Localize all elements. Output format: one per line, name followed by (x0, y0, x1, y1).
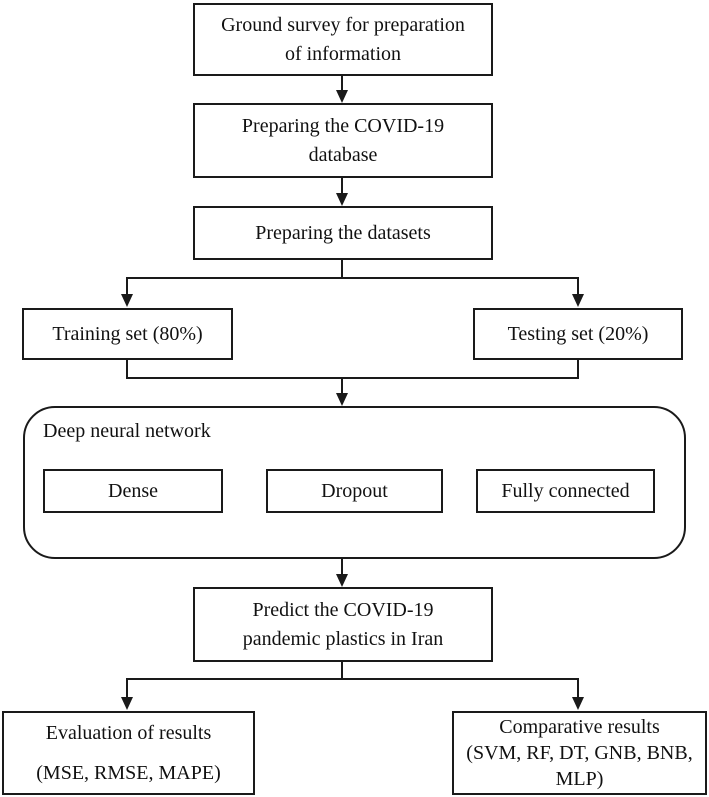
container-deep-neural-network-label: Deep neural network (43, 420, 211, 442)
node-comparative-results-line2: (SVM, RF, DT, GNB, BNB, (466, 742, 693, 764)
arrowhead-to-training-icon (121, 294, 133, 307)
connector-ground-to-database (341, 76, 343, 92)
node-comparative-results-line3: MLP) (555, 768, 604, 790)
connector-predict-branch (126, 678, 579, 680)
node-ground-survey-line2: of information (284, 42, 402, 65)
connector-training-down (126, 360, 128, 379)
node-ground-survey: Ground survey for preparation of informa… (193, 3, 493, 76)
node-preparing-database: Preparing the COVID-19 database (193, 103, 493, 178)
node-preparing-database-line2: database (308, 143, 378, 166)
node-fully-connected-layer-label: Fully connected (501, 479, 630, 502)
node-evaluation-results-line1: Evaluation of results (45, 722, 212, 744)
node-testing-set-label: Testing set (20%) (507, 322, 649, 345)
arrowhead-to-predict-icon (336, 574, 348, 587)
connector-branch-to-testing (577, 277, 579, 295)
connector-database-to-datasets (341, 178, 343, 194)
connector-testing-down (577, 360, 579, 379)
connector-merge-line (126, 377, 579, 379)
node-testing-set: Testing set (20%) (473, 308, 683, 360)
connector-branch-to-training (126, 277, 128, 295)
node-ground-survey-line1: Ground survey for preparation (221, 13, 465, 36)
connector-dnn-to-predict (341, 559, 343, 575)
connector-merge-to-dnn (341, 377, 343, 394)
arrowhead-to-dnn-icon (336, 393, 348, 406)
node-evaluation-results-line2: (MSE, RMSE, MAPE) (36, 762, 221, 784)
node-preparing-database-line1: Preparing the COVID-19 (241, 114, 445, 137)
arrowhead-to-comparative-icon (572, 697, 584, 710)
node-predict-covid19-line1: Predict the COVID-19 (252, 598, 434, 621)
connector-datasets-stub (341, 260, 343, 278)
connector-branch-to-comparative (577, 678, 579, 698)
node-fully-connected-layer: Fully connected (476, 469, 655, 513)
arrowhead-to-testing-icon (572, 294, 584, 307)
connector-branch-to-evaluation (126, 678, 128, 698)
node-comparative-results: Comparative results (SVM, RF, DT, GNB, B… (452, 711, 707, 795)
node-dense-layer-label: Dense (108, 479, 158, 502)
arrowhead-ground-to-database-icon (336, 90, 348, 103)
node-predict-covid19-line2: pandemic plastics in Iran (242, 627, 444, 650)
node-preparing-datasets: Preparing the datasets (193, 206, 493, 260)
arrowhead-database-to-datasets-icon (336, 193, 348, 206)
node-comparative-results-line1: Comparative results (499, 716, 660, 738)
connector-datasets-branch (126, 277, 579, 279)
node-dropout-layer: Dropout (266, 469, 443, 513)
node-dense-layer: Dense (43, 469, 223, 513)
node-training-set: Training set (80%) (22, 308, 233, 360)
node-predict-covid19: Predict the COVID-19 pandemic plastics i… (193, 587, 493, 662)
connector-predict-stub (341, 662, 343, 680)
arrowhead-to-evaluation-icon (121, 697, 133, 710)
node-evaluation-results: Evaluation of results (MSE, RMSE, MAPE) (2, 711, 255, 795)
node-dropout-layer-label: Dropout (321, 479, 388, 502)
node-preparing-datasets-line1: Preparing the datasets (255, 221, 431, 244)
node-training-set-label: Training set (80%) (52, 322, 203, 345)
